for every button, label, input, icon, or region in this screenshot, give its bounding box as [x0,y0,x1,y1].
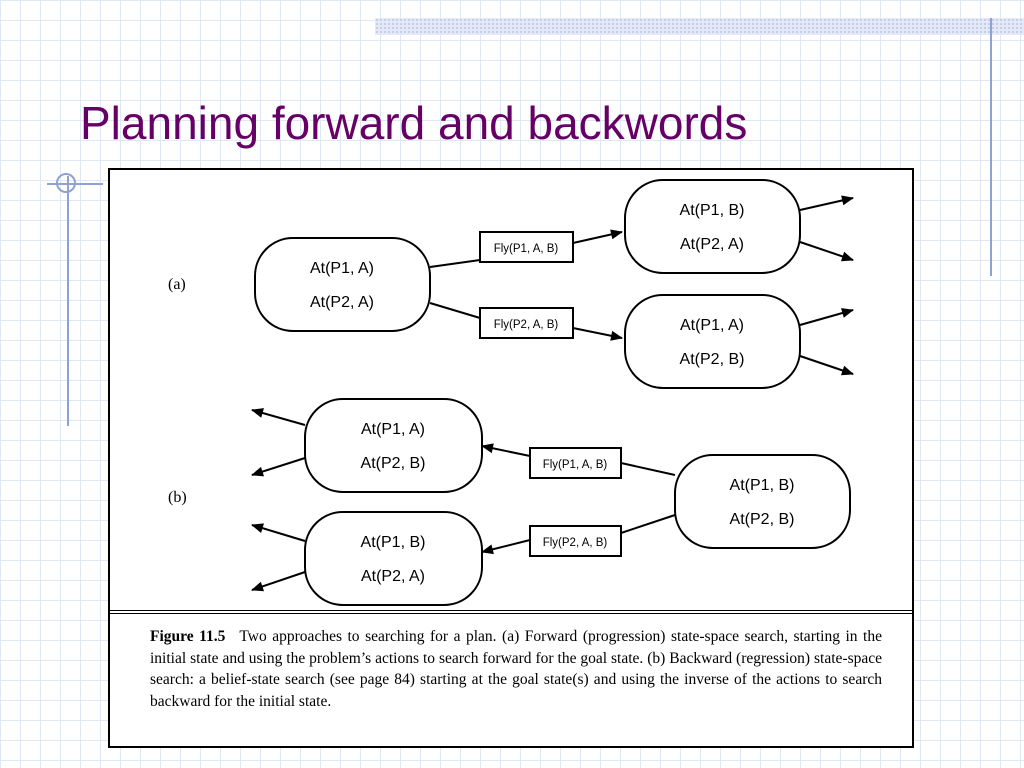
decorative-right-line [990,18,992,276]
decorative-top-band [375,18,1024,35]
state-line: At(P2, B) [730,511,795,528]
state-line: At(P2, B) [361,455,426,472]
state-line: At(P2, A) [361,568,425,585]
action-label-a-1: Fly(P1, A, B) [479,231,574,263]
panel-b-edges [251,408,676,592]
action-label-b-1: Fly(P1, A, B) [529,447,622,479]
panel-a-label: (a) [168,276,186,293]
state-node-b-result-2: At(P1, B) At(P2, A) [304,511,483,606]
figure-caption-text: Two approaches to searching for a plan. … [150,628,882,710]
action-label-a-2: Fly(P2, A, B) [479,307,574,339]
state-line: At(P2, A) [310,294,374,311]
slide-title: Planning forward and backwords [80,97,748,149]
state-node-a-start: At(P1, A) At(P2, A) [254,237,431,332]
action-label-text: Fly(P1, A, B) [543,459,608,471]
state-line: At(P2, B) [680,351,745,368]
state-space-diagram: (a) At(P1, A) At(P2, A) Fly(P1, A, B) Fl… [168,179,854,606]
panel-a-edges [429,195,854,376]
state-node-a-result-1: At(P1, B) At(P2, A) [624,179,801,274]
decorative-circle [56,173,76,193]
figure-11-5: (a) At(P1, A) At(P2, A) Fly(P1, A, B) Fl… [108,168,914,748]
state-line: At(P1, A) [310,260,374,277]
state-line: At(P1, B) [680,202,745,219]
state-line: At(P1, B) [361,534,426,551]
action-label-text: Fly(P1, A, B) [494,243,559,255]
state-node-b-result-1: At(P1, A) At(P2, B) [304,398,483,493]
state-line: At(P1, A) [361,421,425,438]
state-node-a-result-2: At(P1, A) At(P2, B) [624,294,801,389]
action-label-text: Fly(P2, A, B) [494,319,559,331]
panel-b-label: (b) [168,489,187,506]
decorative-left-line [67,176,69,426]
action-label-text: Fly(P2, A, B) [543,537,608,549]
state-node-b-goal: At(P1, B) At(P2, B) [674,454,851,549]
state-line: At(P1, B) [730,477,795,494]
action-label-b-2: Fly(P2, A, B) [529,525,622,557]
figure-caption-label: Figure 11.5 [150,628,226,645]
state-line: At(P2, A) [680,236,744,253]
figure-divider [110,610,912,614]
state-line: At(P1, A) [680,317,744,334]
